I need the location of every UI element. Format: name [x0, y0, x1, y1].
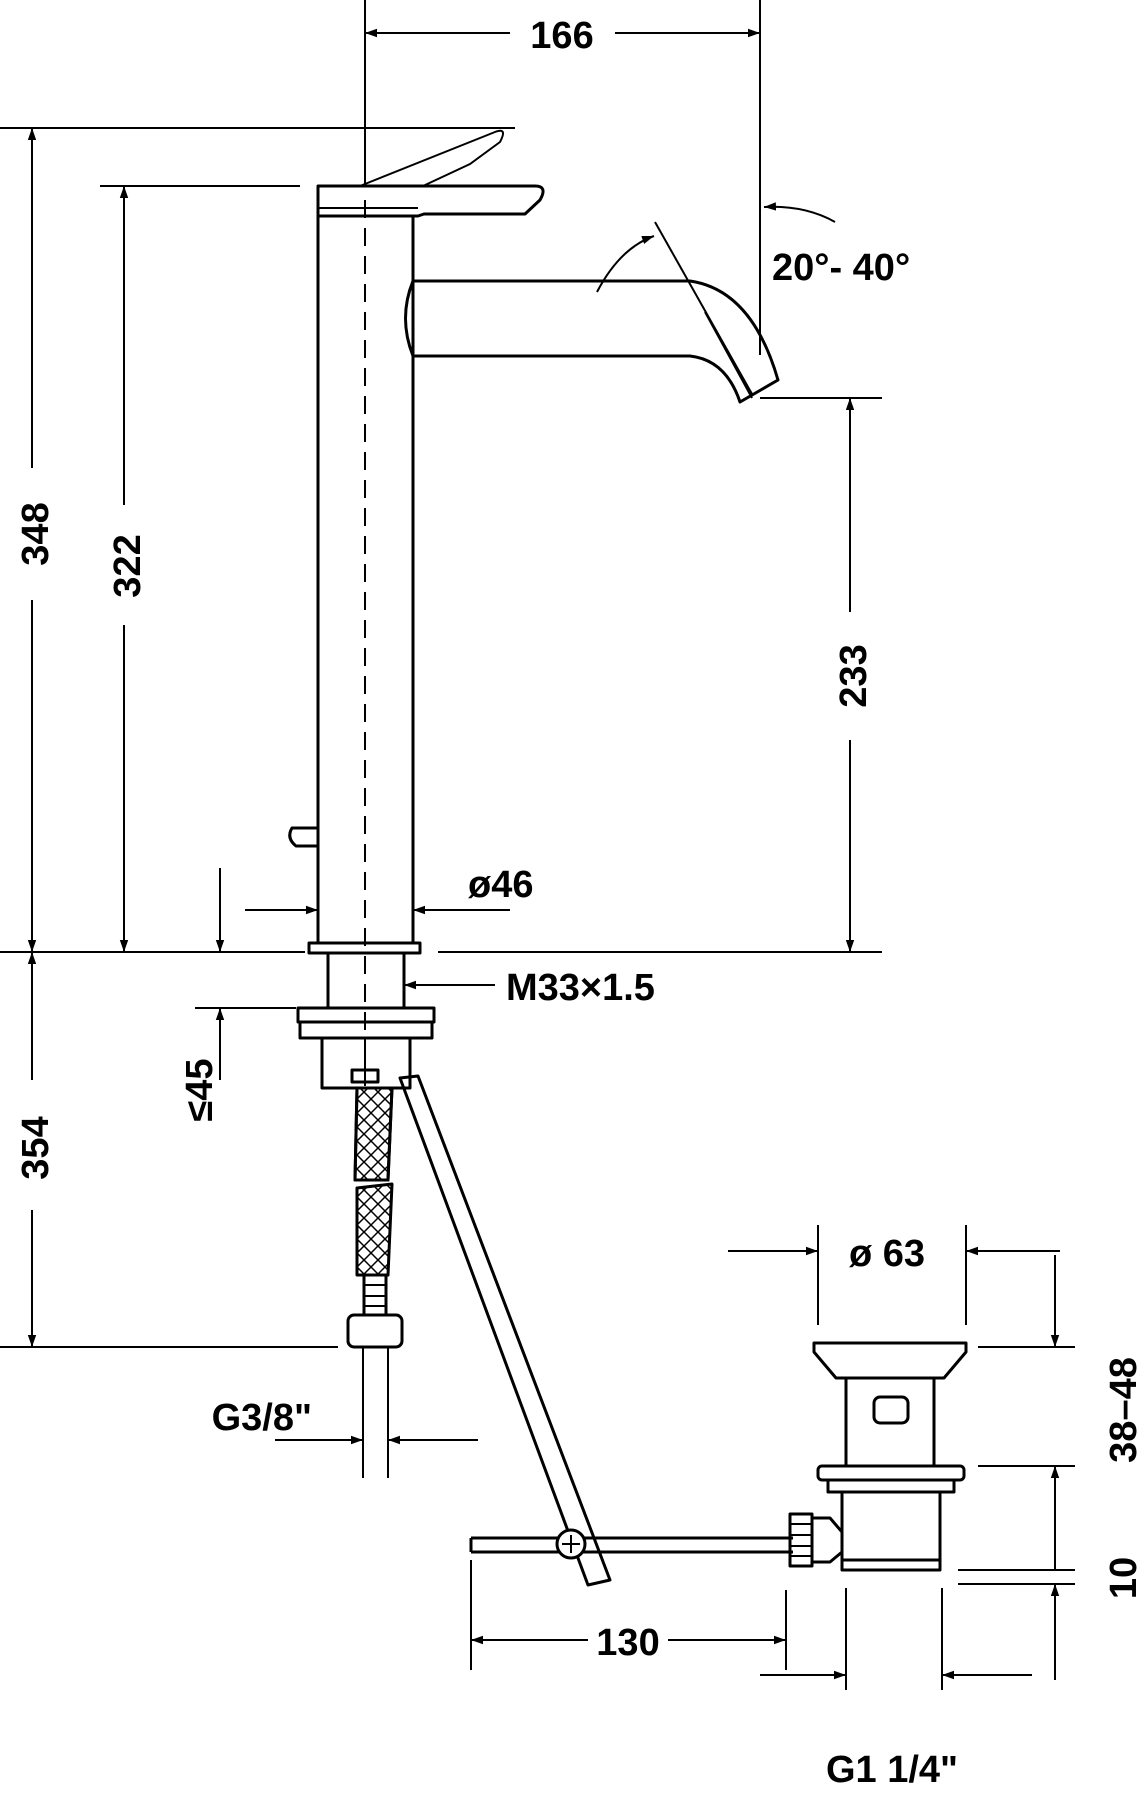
- dim-g3-8: G3/8": [212, 1397, 478, 1445]
- dim-diameter-63: ø 63: [728, 1225, 1060, 1325]
- dim-angle: 20°- 40°: [596, 202, 910, 395]
- dim-label-g1-1-4: G1 1/4": [826, 1749, 958, 1791]
- dim-label-angle: 20°- 40°: [772, 247, 910, 289]
- dim-label-g3-8: G3/8": [212, 1397, 312, 1439]
- supply-hose: [346, 1086, 404, 1478]
- dim-diameter-46: ø46: [245, 864, 533, 915]
- drain-waste: [788, 1341, 968, 1572]
- faucet-body: [288, 129, 780, 1090]
- dim-label-233: 233: [833, 644, 875, 707]
- pop-up-rod: [398, 1074, 793, 1587]
- dim-height-348: 348: [0, 127, 515, 953]
- dim-label-45: ≤45: [179, 1058, 221, 1121]
- dim-label-354: 354: [15, 1116, 57, 1179]
- dim-height-233: 233: [438, 397, 882, 953]
- dim-height-322: 322: [100, 185, 300, 952]
- dim-range-38-48: 38–48: [978, 1255, 1145, 1570]
- dim-label-322: 322: [107, 534, 149, 597]
- dim-label-63: ø 63: [849, 1233, 925, 1275]
- dim-label-130: 130: [596, 1622, 659, 1664]
- dim-g1-1-4: G1 1/4": [760, 1588, 1032, 1791]
- dim-label-46: ø46: [468, 864, 533, 906]
- dim-height-354: 354: [0, 952, 338, 1348]
- dim-label-10: 10: [1103, 1557, 1145, 1599]
- dim-label-166: 166: [530, 15, 593, 57]
- dim-max-45: ≤45: [179, 868, 296, 1122]
- dim-label-m33: M33×1.5: [506, 967, 655, 1009]
- dim-label-38-48: 38–48: [1103, 1357, 1145, 1463]
- dim-thread-m33: M33×1.5: [404, 967, 655, 1009]
- dim-width-166: 166: [364, 0, 761, 355]
- dim-value-10: 10: [958, 1557, 1145, 1680]
- dim-length-130: 130: [470, 1560, 787, 1670]
- dim-label-348: 348: [15, 502, 57, 565]
